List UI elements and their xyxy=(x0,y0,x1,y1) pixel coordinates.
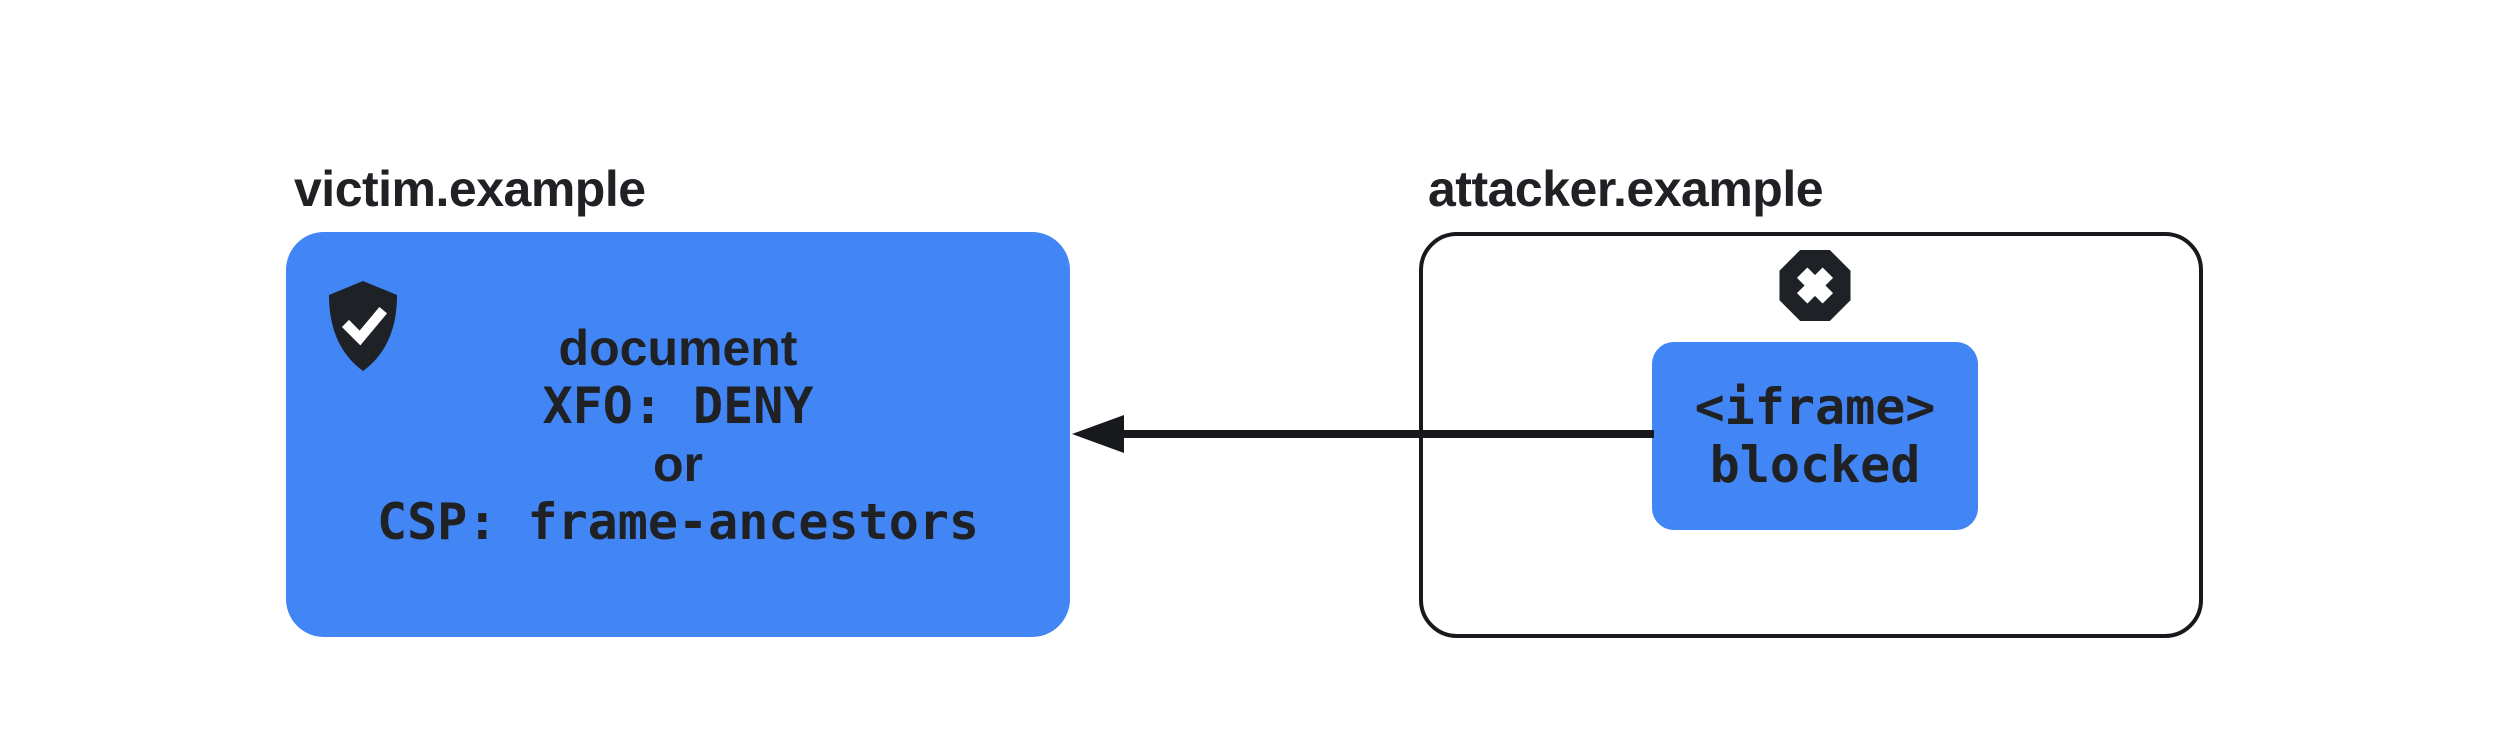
blocked-x-icon xyxy=(1779,249,1851,322)
iframe-tag-label: <iframe> xyxy=(1694,378,1936,436)
shield-check-icon xyxy=(329,281,397,371)
card-line-document: document xyxy=(558,319,798,376)
iframe-blocked-label: blocked xyxy=(1709,436,1921,494)
victim-card-text: document XFO: DENY or CSP: frame-ancesto… xyxy=(286,232,1070,637)
card-line-xfo-deny: XFO: DENY xyxy=(542,376,814,435)
victim-document-card: document XFO: DENY or CSP: frame-ancesto… xyxy=(286,232,1070,637)
card-line-csp-frame-ancestors: CSP: frame-ancestors xyxy=(376,492,980,551)
blocked-request-arrow xyxy=(1072,415,1654,453)
iframe-blocked-box: <iframe> blocked xyxy=(1652,342,1978,530)
attacker-domain-label: attacker.example xyxy=(1428,161,1824,217)
card-line-or: or xyxy=(653,435,703,492)
victim-domain-label: victim.example xyxy=(294,161,646,217)
